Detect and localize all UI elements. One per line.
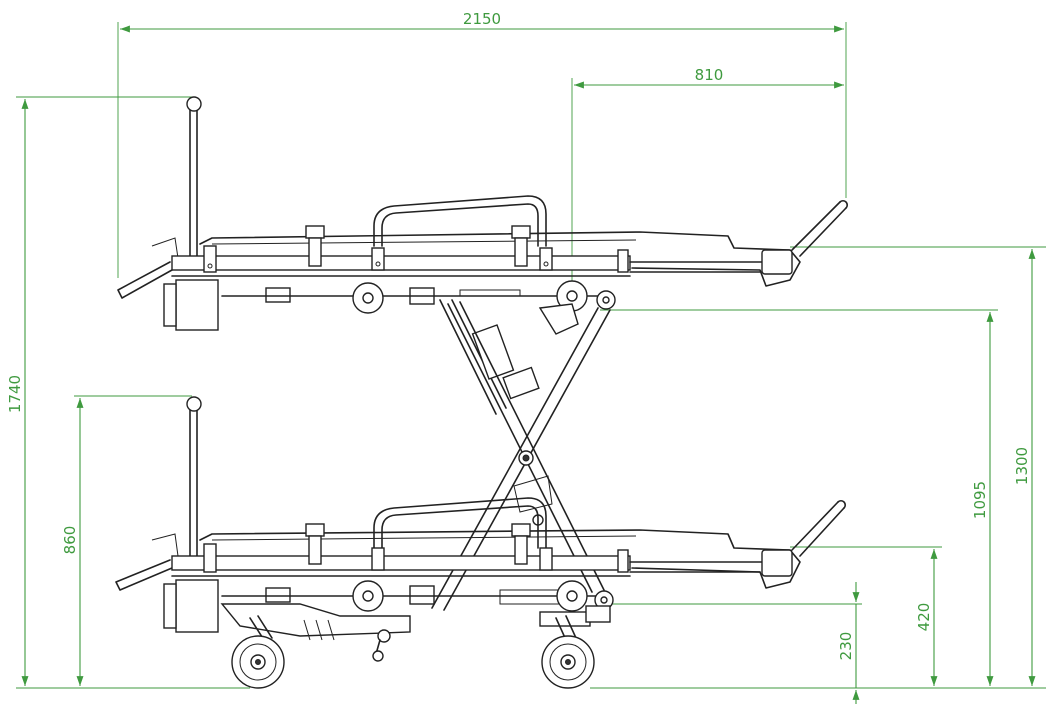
dimension-2150: 2150 <box>117 10 847 278</box>
dimension-label-2150: 2150 <box>463 10 501 28</box>
stretcher-lower-position <box>115 396 847 662</box>
dimension-label-230: 230 <box>837 632 855 661</box>
dimension-1300: 1300 <box>590 246 1046 689</box>
handle-knob-lower <box>186 396 202 412</box>
dimension-label-420: 420 <box>915 603 933 632</box>
dimension-1740: 1740 <box>6 96 250 689</box>
dimension-230: 230 <box>610 582 862 704</box>
dimension-label-810: 810 <box>695 66 724 84</box>
dimension-label-1095: 1095 <box>971 481 989 519</box>
ground-wheel-head <box>541 615 595 689</box>
dimension-420: 420 <box>790 546 942 686</box>
dimension-860: 860 <box>61 395 192 686</box>
scissor-frame <box>431 301 611 611</box>
handle-knob <box>186 96 202 112</box>
dimension-label-860: 860 <box>61 526 79 555</box>
stretcher-upper-position <box>117 96 849 415</box>
dimension-label-1740: 1740 <box>6 375 24 413</box>
dimension-label-1300: 1300 <box>1013 447 1031 485</box>
dimension-1095: 1095 <box>600 309 998 686</box>
ground-wheel-foot <box>231 615 285 689</box>
